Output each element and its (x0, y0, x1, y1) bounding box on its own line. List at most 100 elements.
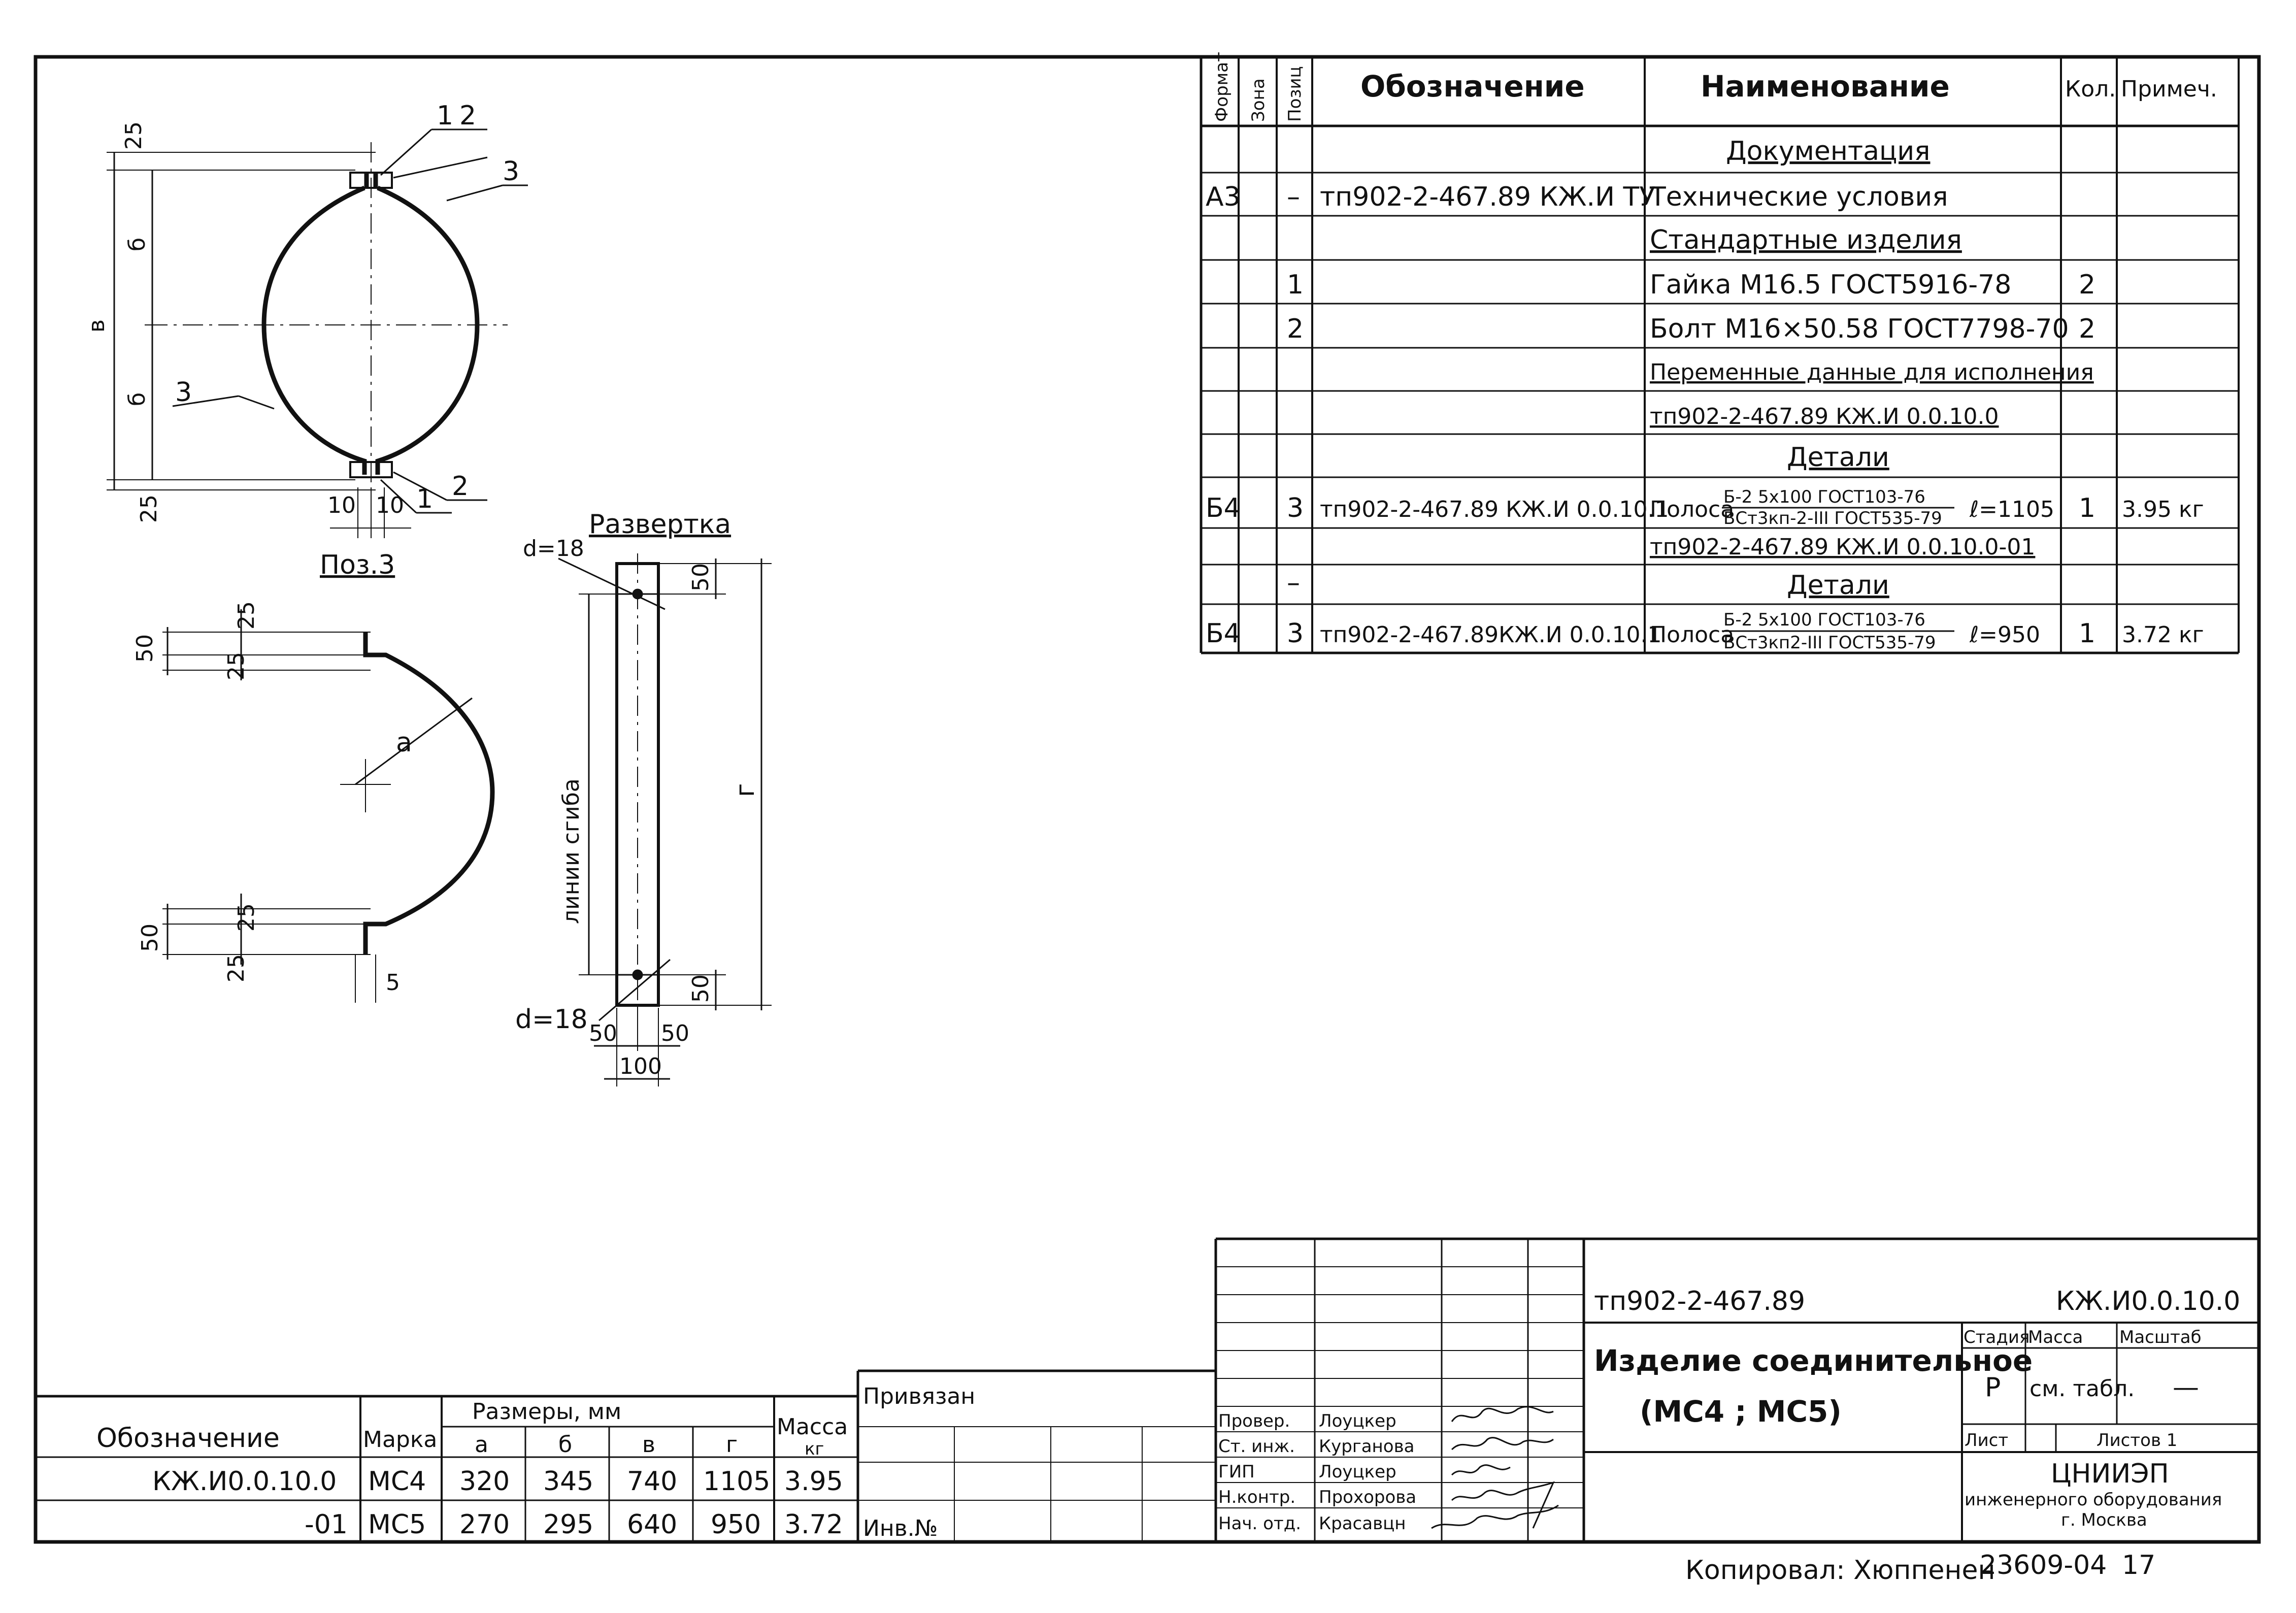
dt-r2-b: 295 (543, 1509, 593, 1540)
callout-2-top: 2 (459, 101, 476, 131)
r4-name-prefix: Полоса (1650, 497, 1734, 522)
callout-3-left: 3 (175, 377, 192, 408)
dt-r1-a: 320 (459, 1466, 510, 1497)
pos3-dim-25-d: 25 (223, 954, 249, 982)
dt-h-a: а (475, 1432, 488, 1458)
dt-r2-g: 950 (711, 1509, 761, 1540)
dt-r1-designation: КЖ.И0.0.10.0 (152, 1466, 337, 1497)
dt-h-g: г (726, 1432, 738, 1458)
hdr-name: Наименование (1701, 69, 1950, 104)
tb-doc-mark: КЖ.И0.0.10.0 (2056, 1286, 2240, 1316)
dt-r1-g: 1105 (703, 1466, 770, 1497)
tb-mass-h: Масса (2028, 1327, 2083, 1347)
pos3-dim-25-c: 25 (234, 903, 259, 932)
r6-frac-bottom: ВСт3кп2-III ГОСТ535-79 (1723, 633, 1936, 653)
tb-name-3: Лоуцкер (1319, 1462, 1396, 1482)
tb-name-5: Красавцн (1319, 1513, 1406, 1534)
callout-3-top: 3 (503, 156, 519, 187)
section-details-2: Детали (1787, 570, 1889, 601)
hdr-format: Формат (1212, 52, 1232, 122)
signatures (1431, 1406, 1559, 1529)
tb-stage-h: Стадия (1964, 1327, 2029, 1347)
r6-pos: 3 (1287, 618, 1304, 649)
tb-sheet-h: Лист (1965, 1430, 2008, 1451)
r4-designation: тп902-2-467.89 КЖ.И 0.0.10.1 (1320, 497, 1669, 522)
r6-qty: 1 (2079, 618, 2095, 649)
r4-frac-top: Б-2 5х100 ГОСТ103-76 (1723, 487, 1925, 507)
tb-name-1: Лоуцкер (1319, 1411, 1396, 1431)
tb-role-2: Ст. инж. (1218, 1436, 1295, 1457)
unfold-dim-50-right: 50 (661, 1021, 689, 1046)
dt-r1-v: 740 (627, 1466, 677, 1497)
r1-pos: – (1287, 182, 1300, 212)
pos3-dim-50-bottom: 50 (137, 924, 163, 952)
r4-note: 3.95 кг (2122, 497, 2204, 522)
unfold-hole-bottom: d=18 (515, 1004, 588, 1035)
tb-stage: Р (1985, 1372, 2001, 1403)
tb-role-3: ГИП (1218, 1462, 1255, 1482)
dt-r2-mark: МС5 (368, 1509, 426, 1540)
title-block (1214, 1237, 2259, 1542)
tb-role-5: Нач. отд. (1218, 1513, 1301, 1534)
callout-1-bottom: 1 (416, 484, 433, 514)
tb-doc-code: тп902-2-467.89 (1594, 1286, 1805, 1316)
sheet-frame (34, 55, 2261, 1544)
r4-pos: 3 (1287, 493, 1304, 523)
dimension-table (36, 1371, 859, 1542)
pos3-dim-50-top: 50 (132, 634, 158, 663)
tb-org-2: инженерного оборудования (1965, 1490, 2222, 1510)
r1-designation: тп902-2-467.89 КЖ.И ТУ (1320, 182, 1655, 212)
unfold-dim-g: г (730, 783, 760, 797)
pos3-dim-a: а (396, 728, 412, 758)
hdr-qty: Кол. (2065, 76, 2116, 102)
r6-designation: тп902-2-467.89КЖ.И 0.0.10.1 (1320, 622, 1662, 648)
callout-2-bottom: 2 (452, 471, 469, 502)
r4-length: ℓ=1105 (1969, 497, 2054, 522)
section-documentation: Документация (1726, 136, 1930, 167)
clamp-dim-25-top: 25 (121, 121, 147, 150)
tb-role-1: Провер. (1218, 1411, 1290, 1431)
unfold-bend-lines: линии сгиба (558, 778, 584, 924)
tb-scale-h: Масштаб (2119, 1327, 2202, 1347)
clamp-dim-10-right: 10 (376, 492, 404, 518)
r6-name-prefix: Полоса (1650, 622, 1734, 648)
r3-name: Болт М16×50.58 ГОСТ7798-70 (1650, 314, 2069, 344)
r4-qty: 1 (2079, 493, 2095, 523)
copied-page: 17 (2122, 1550, 2155, 1581)
tb-org-3: г. Москва (2061, 1510, 2147, 1530)
tb-mass: см. табл. (2029, 1376, 2135, 1402)
hdr-zone: Зона (1248, 78, 1269, 122)
r5-pos: – (1287, 568, 1300, 598)
section-standard-items: Стандартные изделия (1650, 225, 1962, 255)
spec-table (1200, 57, 2240, 654)
unfold-view (558, 553, 772, 1087)
dt-r1-mass: 3.95 (784, 1466, 843, 1497)
inventory-label: Инв.№ (863, 1516, 938, 1541)
section-variable-ref-2: тп902-2-467.89 КЖ.И 0.0.10.0-01 (1650, 534, 2035, 560)
hdr-designation: Обозначение (1360, 69, 1585, 104)
dt-r2-a: 270 (459, 1509, 510, 1540)
clamp-dim-10-left: 10 (327, 492, 356, 518)
dt-h-sizes: Размеры, мм (472, 1399, 621, 1425)
dt-h-v: в (642, 1432, 655, 1458)
tb-title-1: Изделие соединительное (1594, 1343, 2033, 1378)
section-variable-data: Переменные данные для исполнения (1650, 359, 2094, 385)
tb-title-2: (МС4 ; МС5) (1640, 1394, 1842, 1429)
clamp-dim-v: в (84, 319, 110, 333)
attached-label: Привязан (863, 1384, 975, 1409)
dt-r1-mark: МС4 (368, 1466, 426, 1497)
unfold-dim-50-top: 50 (688, 563, 714, 591)
clamp-dim-25-bottom: 25 (136, 495, 162, 523)
tb-org-1: ЦНИИЭП (2051, 1459, 2169, 1489)
section-variable-ref-1: тп902-2-467.89 КЖ.И 0.0.10.0 (1650, 404, 1999, 430)
tb-name-4: Прохорова (1319, 1487, 1416, 1507)
clamp-dim-b-bottom: б (124, 392, 150, 406)
pos3-view (162, 609, 495, 1003)
pos3-dim-25-b: 25 (223, 652, 249, 680)
hdr-note: Примеч. (2121, 76, 2217, 102)
pos3-label: Поз.3 (320, 550, 395, 580)
r6-frac-top: Б-2 5х100 ГОСТ103-76 (1723, 610, 1925, 630)
dt-h-mark: Марка (363, 1427, 437, 1453)
r3-pos: 2 (1287, 314, 1304, 344)
